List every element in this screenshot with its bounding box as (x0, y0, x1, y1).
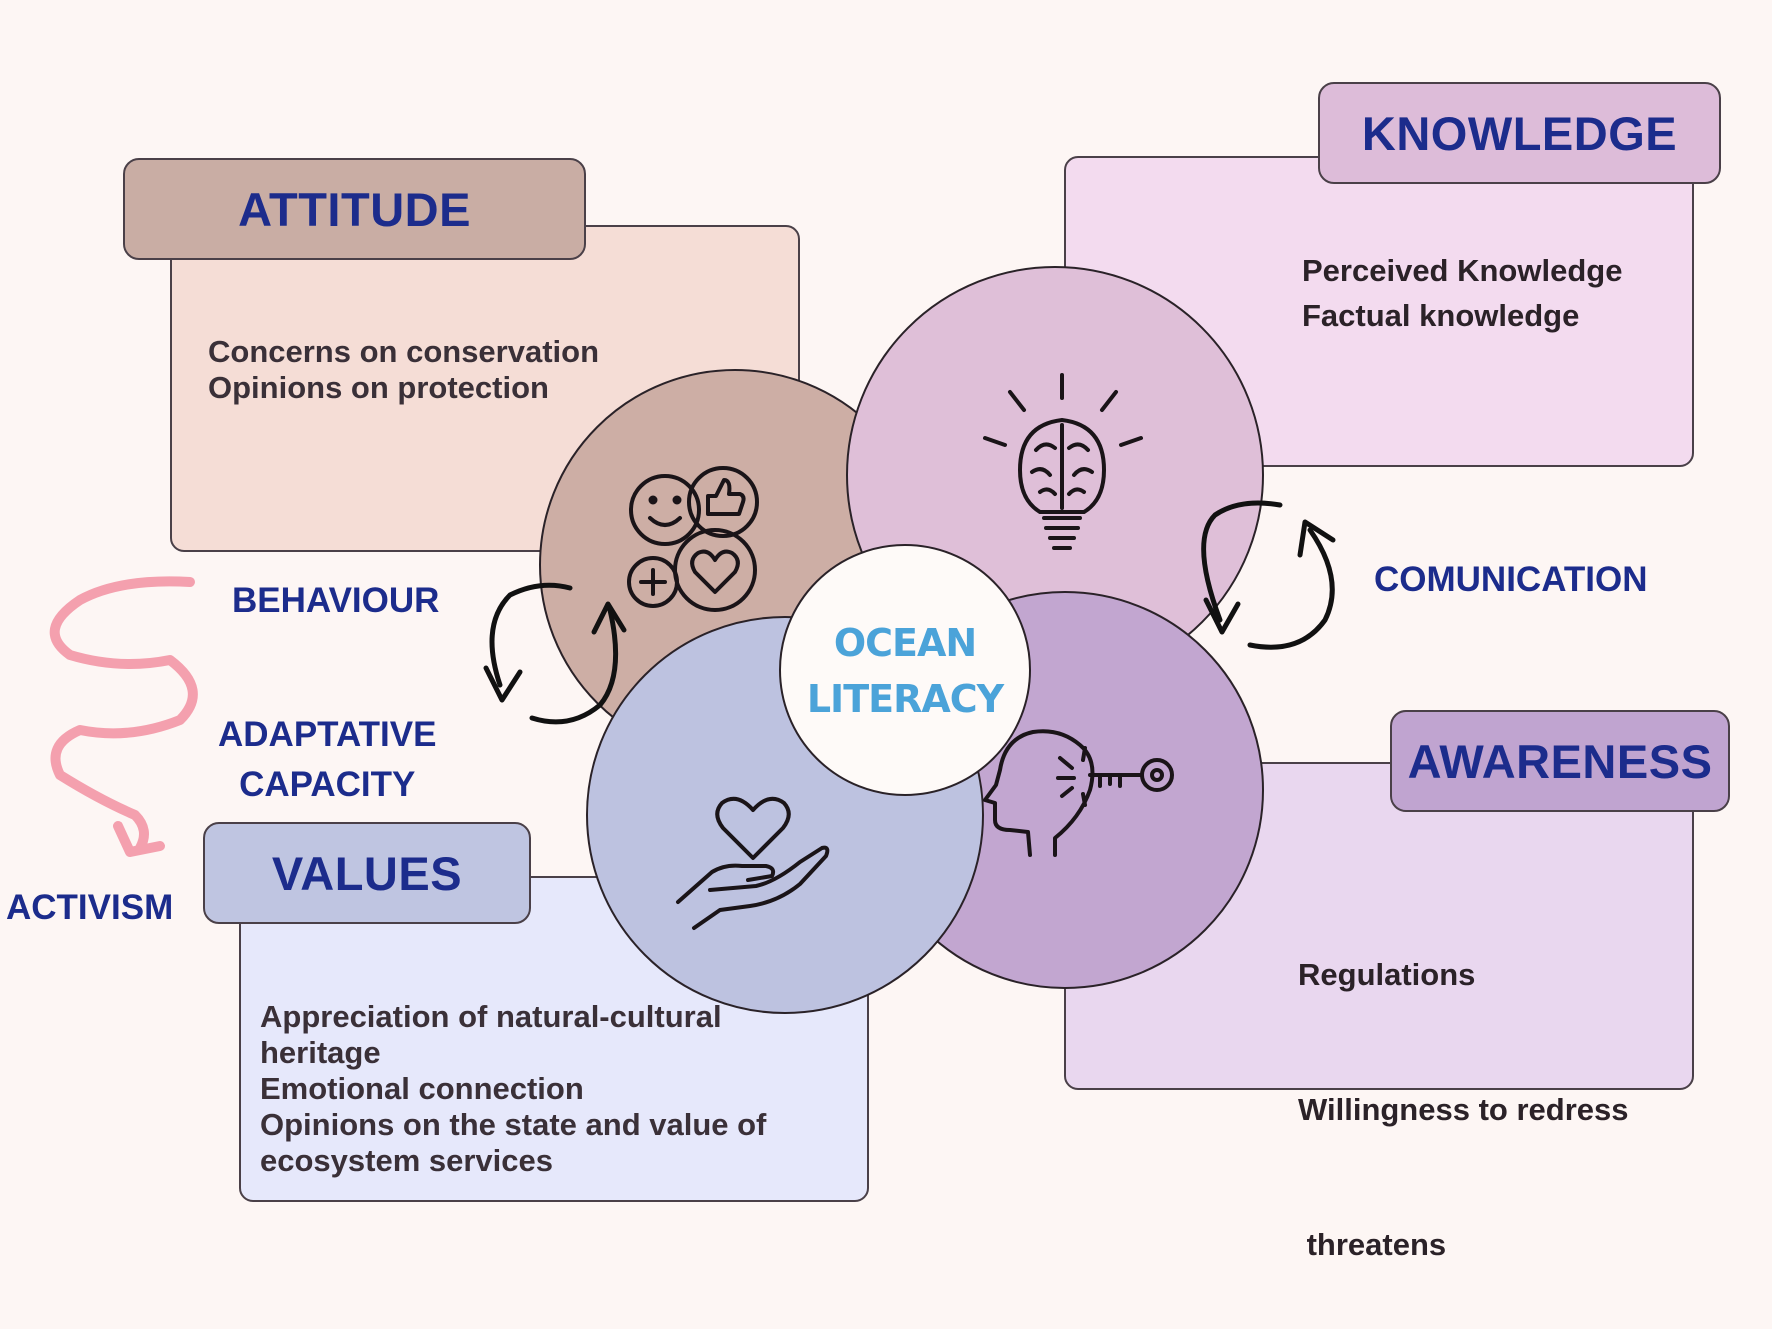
values-item: heritage (260, 1035, 381, 1070)
values-tab: VALUES (203, 822, 531, 924)
adaptative-capacity-label: ADAPTATIVE CAPACITY (218, 710, 436, 810)
attitude-description: Concerns on conservation Opinions on pro… (208, 334, 599, 406)
activism-label: ACTIVISM (6, 888, 174, 927)
cycle-arrows-icon (1201, 500, 1336, 650)
values-item: Emotional connection (260, 1071, 584, 1106)
awareness-item: threatens (1298, 1227, 1447, 1262)
lightbulb-brain-icon (983, 373, 1143, 550)
knowledge-title: KNOWLEDGE (1361, 106, 1678, 160)
attitude-title: ATTITUDE (238, 182, 471, 236)
attitude-item: Opinions on protection (208, 370, 549, 405)
knowledge-item: Perceived Knowledge (1302, 253, 1623, 288)
center-line-2: LITERACY (806, 677, 1004, 721)
knowledge-description: Perceived Knowledge Factual knowledge (1302, 248, 1622, 338)
adaptative-line-1: ADAPTATIVE (218, 715, 437, 754)
awareness-title: AWARENESS (1407, 734, 1713, 788)
hand-heart-icon (676, 796, 830, 930)
awareness-item: Willingness to redress (1298, 1092, 1629, 1127)
comunication-label: COMUNICATION (1374, 560, 1648, 599)
knowledge-tab: KNOWLEDGE (1318, 82, 1721, 184)
knowledge-item: Factual knowledge (1302, 298, 1580, 333)
values-title: VALUES (271, 846, 463, 900)
values-item: Opinions on the state and value of (260, 1107, 767, 1142)
values-item: Appreciation of natural-cultural (260, 999, 722, 1034)
values-description: Appreciation of natural-cultural heritag… (260, 999, 766, 1179)
center-circle (779, 544, 1031, 796)
cycle-arrows-icon (483, 582, 627, 725)
attitude-tab: ATTITUDE (123, 158, 586, 260)
values-item: ecosystem services (260, 1143, 554, 1178)
emoji-thumbs-heart-icon (627, 466, 759, 612)
adaptative-line-2: CAPACITY (239, 765, 416, 804)
center-line-1: OCEAN (833, 621, 977, 665)
head-key-icon (983, 729, 1174, 857)
awareness-tab: AWARENESS (1390, 710, 1730, 812)
behaviour-label: BEHAVIOUR (232, 581, 440, 620)
awareness-item: Regulations (1298, 957, 1476, 992)
awareness-description: Regulations Willingness to redress threa… (1298, 862, 1628, 1312)
attitude-item: Concerns on conservation (208, 334, 600, 369)
ocean-literacy-title: OCEAN LITERACY (780, 615, 1030, 727)
squiggle-arrow-icon (49, 576, 198, 857)
